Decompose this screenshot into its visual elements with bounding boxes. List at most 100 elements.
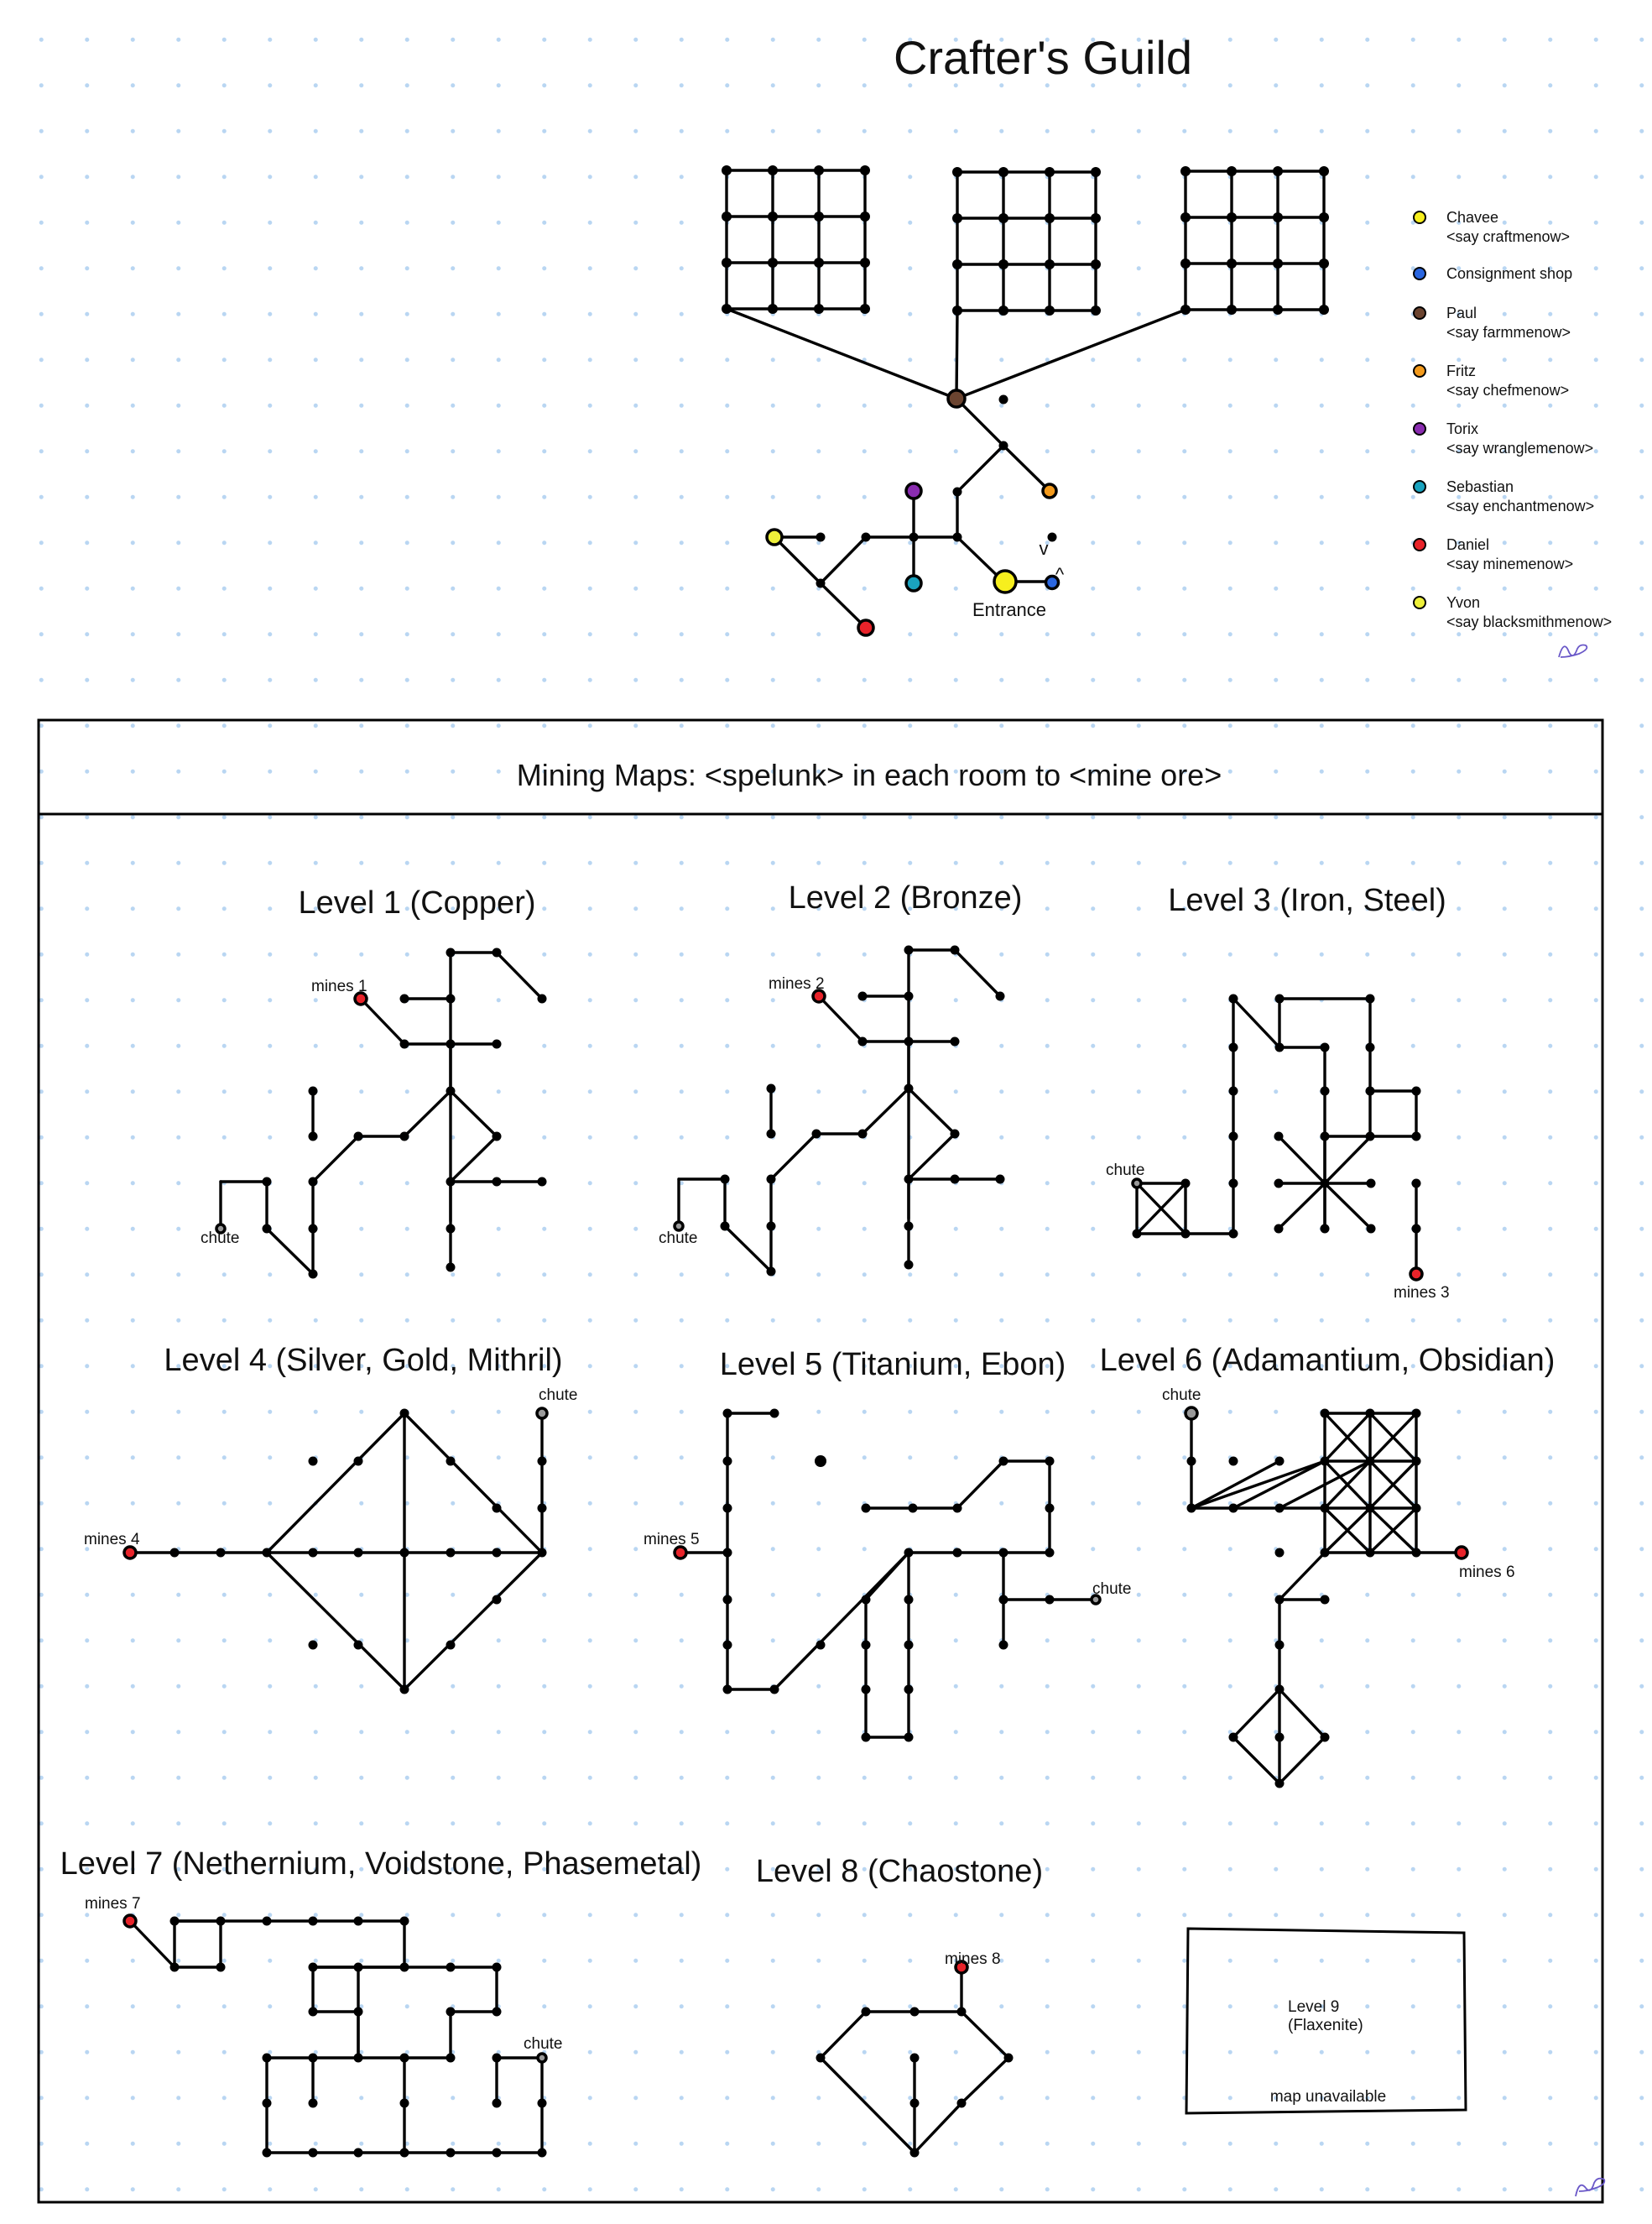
- room-node: [904, 1260, 914, 1270]
- passage-line: [265, 1551, 406, 1691]
- room-node: [998, 1595, 1008, 1605]
- passage-line: [1368, 1506, 1418, 1554]
- room-node: [1274, 1178, 1284, 1188]
- passage-line: [1323, 1459, 1372, 1510]
- passage-line: [1190, 1459, 1281, 1510]
- level-2-chute-label: chute: [659, 1229, 697, 1247]
- room-node: [904, 1595, 914, 1605]
- room-node: [1411, 1548, 1421, 1558]
- passage-line: [1232, 1459, 1326, 1510]
- room-node: [860, 165, 870, 175]
- room-node: [308, 1916, 318, 1926]
- room-node: [861, 2007, 871, 2017]
- room-node: [399, 1408, 409, 1418]
- chute-node: [536, 2052, 548, 2064]
- room-node: [1273, 305, 1283, 315]
- room-node: [998, 1456, 1008, 1466]
- room-node: [399, 1039, 409, 1049]
- room-node: [904, 1684, 914, 1694]
- legend-command: <say craftmenow>: [1446, 228, 1570, 245]
- room-node: [950, 1036, 960, 1047]
- room-node: [857, 1036, 868, 1047]
- level-5-chute-label: chute: [1092, 1580, 1131, 1598]
- room-node: [262, 2053, 272, 2063]
- room-node: [1091, 213, 1101, 223]
- room-node: [353, 1962, 363, 1972]
- room-node: [904, 1083, 914, 1094]
- room-node: [353, 1456, 363, 1466]
- yvon-node: [765, 528, 784, 546]
- room-node: [1003, 2053, 1014, 2063]
- passage-line: [819, 2010, 868, 2060]
- chute-node: [1131, 1177, 1143, 1189]
- passage-line: [956, 1459, 1005, 1510]
- room-node: [308, 1640, 318, 1650]
- room-node: [952, 213, 962, 223]
- room-node: [492, 948, 502, 958]
- room-node: [1273, 212, 1283, 222]
- room-node: [492, 2098, 502, 2108]
- level-6-title: Level 6 (Adamantium, Obsidian): [1100, 1343, 1556, 1378]
- room-node: [952, 259, 962, 269]
- room-node: [1228, 1042, 1238, 1052]
- room-node: [1274, 1732, 1285, 1742]
- room-node: [816, 2053, 826, 2063]
- room-node: [492, 1131, 502, 1141]
- room-node: [1274, 1456, 1285, 1466]
- room-node: [1091, 305, 1101, 316]
- level-4-title: Level 4 (Silver, Gold, Mithril): [164, 1343, 562, 1378]
- consignment-shop-node: [1044, 574, 1061, 591]
- room-node: [909, 2053, 920, 2063]
- blue-dot-icon: [1413, 267, 1426, 280]
- room-node: [1274, 1548, 1285, 1558]
- room-node: [1228, 1503, 1238, 1513]
- room-node: [952, 532, 962, 542]
- cyan-dot-icon: [1413, 480, 1426, 493]
- room-node: [816, 532, 826, 542]
- room-node: [1045, 1548, 1055, 1558]
- legend-item-torix: Torix <say wranglemenow>: [1413, 420, 1593, 457]
- passage-line: [723, 1224, 773, 1273]
- room-node: [768, 258, 778, 268]
- room-node: [446, 1262, 456, 1272]
- chute-node: [215, 1223, 227, 1235]
- room-node: [446, 1640, 456, 1650]
- room-node: [537, 2098, 547, 2108]
- room-node: [399, 1962, 409, 1972]
- level-8-exit-label: mines 8: [945, 1950, 1001, 1968]
- room-node: [1274, 1684, 1285, 1694]
- purple-dot-icon: [1413, 422, 1426, 436]
- passage-line: [1278, 1459, 1372, 1510]
- room-node: [861, 1732, 871, 1742]
- room-node: [722, 211, 732, 222]
- room-node: [952, 1548, 962, 1558]
- passage-line: [907, 1087, 956, 1135]
- passage-line: [449, 1089, 498, 1138]
- room-node: [1045, 305, 1055, 316]
- room-node: [766, 1266, 776, 1276]
- room-node: [1319, 305, 1329, 315]
- room-node: [537, 1456, 547, 1466]
- room-node: [216, 1962, 226, 1972]
- room-node: [262, 1224, 272, 1234]
- room-node: [353, 2053, 363, 2063]
- down-arrow-icon: v: [1040, 538, 1049, 559]
- room-node: [353, 2007, 363, 2017]
- room-node: [860, 304, 870, 314]
- chute-node: [1184, 1406, 1199, 1421]
- room-node: [399, 994, 409, 1004]
- room-node: [1320, 1595, 1330, 1605]
- legend-item-sebastian: Sebastian <say enchantmenow>: [1413, 478, 1594, 514]
- entrance-label: Entrance: [972, 599, 1046, 620]
- legend-item-consignment-shop: Consignment shop: [1413, 265, 1572, 282]
- room-node: [308, 2098, 318, 2108]
- room-node: [1274, 1503, 1285, 1513]
- room-node: [995, 991, 1005, 1001]
- room-node: [399, 1916, 409, 1926]
- room-node: [1365, 1042, 1375, 1052]
- page-title: Crafter's Guild: [894, 31, 1192, 84]
- room-node: [861, 1503, 871, 1513]
- room-node: [1274, 1778, 1285, 1788]
- mine-exit-node: [1409, 1266, 1424, 1282]
- room-node: [399, 2098, 409, 2108]
